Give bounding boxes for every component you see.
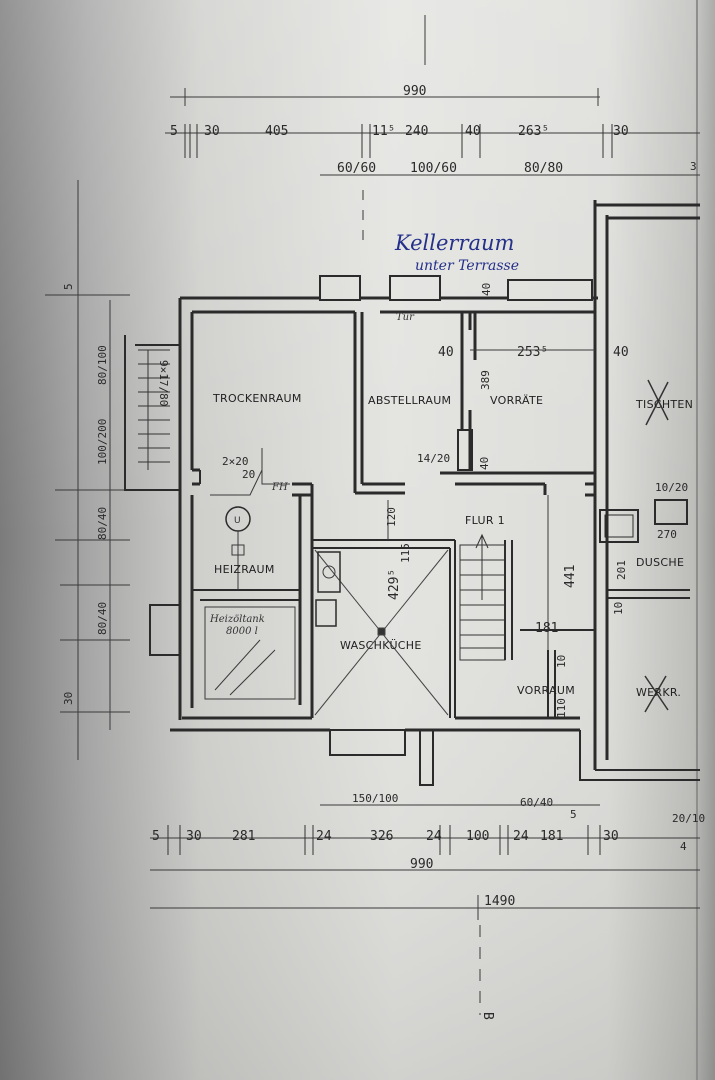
dim-top-7: 263⁵ (518, 124, 549, 139)
dim-window-2: 100/60 (410, 161, 457, 176)
note-line-1: Kellerraum (394, 231, 514, 255)
dim-top-6: 40 (465, 124, 481, 139)
dim-window-3: 80/80 (524, 161, 563, 176)
dim-vorraum-10: 10 (555, 655, 568, 668)
left-dim-5: 30 (62, 692, 75, 705)
dim-115: 115 (399, 543, 412, 563)
room-vorraum: VORRAUM (517, 684, 575, 697)
dim-flur-201: 201 (615, 560, 628, 580)
dim-bottom-6: 24 (426, 829, 442, 844)
west-stair (138, 349, 170, 470)
dim-top-1: 5 (170, 124, 178, 139)
interior-dimensions: 40 40 253⁵ 40 389 14/20 40 2×20 20 120 1… (222, 283, 688, 718)
dim-dusche-270: 270 (657, 528, 677, 541)
dim-heiz-2x20: 2×20 (222, 455, 249, 468)
dim-flur-181: 181 (535, 621, 558, 636)
dim-vorraum-110: 110 (555, 698, 568, 718)
door-tur-note: Tür (396, 312, 415, 323)
dim-vor-40-left: 40 (438, 345, 454, 360)
dim-vor-389: 389 (479, 370, 492, 390)
walls (124, 200, 700, 786)
dim-120: 120 (385, 507, 398, 527)
dim-bottom-9: 181 (540, 829, 563, 844)
dim-top-4: 11⁵ (372, 124, 395, 139)
dim-wall-40: 40 (480, 283, 493, 296)
dim-vor-253: 253⁵ (517, 345, 548, 360)
dim-bottom-4: 24 (316, 829, 332, 844)
dim-bottom-total: 990 (410, 857, 433, 872)
waschkueche-floor-drain (314, 549, 449, 716)
boiler-symbol: U (210, 448, 290, 590)
dim-right-edge-1: 3 (690, 160, 697, 173)
dim-top-total: 990 (403, 84, 426, 99)
dim-bottom-5: 5 (570, 808, 577, 821)
dim-top-3: 405 (265, 124, 288, 139)
dim-window-1: 60/60 (337, 161, 376, 176)
dim-bottom-3: 281 (232, 829, 255, 844)
crossed-out-marks (644, 379, 669, 713)
dim-bottom-10: 30 (603, 829, 619, 844)
dim-top-8: 30 (613, 124, 629, 139)
room-werkr: WERKR. (636, 686, 681, 699)
dim-bottom-window-1: 150/100 (352, 792, 398, 805)
dim-flur-441: 441 (563, 565, 578, 588)
dim-dusche-1020: 10/20 (655, 481, 688, 494)
dim-wasch-429: 429⁵ (387, 569, 402, 600)
bottom-dimensions: 150/100 60/40 5 5 30 281 24 326 24 100 2… (150, 160, 705, 1020)
dim-vor-40-right: 40 (613, 345, 629, 360)
stair-west-dim: 9×17/80 (157, 360, 170, 406)
dim-bottom-7: 100 (466, 829, 489, 844)
dim-right-edge-3: 4 (680, 840, 687, 853)
oil-tank: Heizöltank 8000 l (204, 606, 296, 700)
dim-flur-10: 10 (612, 602, 625, 615)
left-dim-6: 5 (62, 283, 75, 290)
tank-label-1: Heizöltank (209, 614, 265, 625)
left-dimensions: 80/100 100/200 80/40 80/40 30 5 (45, 180, 130, 760)
handwritten-note: Kellerraum unter Terrasse (394, 231, 519, 274)
flur-stair (459, 533, 506, 661)
dim-bottom-2: 30 (186, 829, 202, 844)
dim-heiz-20: 20 (242, 468, 255, 481)
room-abstellraum: ABSTELLRAUM (368, 394, 451, 407)
room-tischten: TISCHTEN (635, 398, 693, 411)
room-dusche: DUSCHE (636, 556, 684, 569)
left-dim-4: 80/40 (96, 602, 109, 635)
dim-bottom-1: 5 (152, 829, 160, 844)
dim-top-5: 240 (405, 124, 428, 139)
top-dimensions: 990 5 30 405 11⁵ 240 40 263⁵ 30 60/60 10… (165, 15, 700, 240)
dim-door-14-20: 14/20 (417, 452, 450, 465)
room-vorraete: VORRÄTE (490, 394, 543, 407)
dim-door-40: 40 (478, 457, 491, 470)
dim-bottom-5: 326 (370, 829, 393, 844)
fh-note: FH (271, 482, 288, 493)
dim-right-edge-2: 20/10 (672, 812, 705, 825)
dim-bottom-window-2: 60/40 (520, 796, 553, 809)
plan-label: U (234, 516, 241, 526)
left-dim-3: 80/40 (96, 507, 109, 540)
dim-overall: 1490 (484, 894, 515, 909)
tank-label-2: 8000 l (226, 626, 258, 637)
section-mark-b: B (480, 1012, 495, 1020)
left-dim-2: 100/200 (96, 419, 109, 465)
note-line-2: unter Terrasse (415, 258, 519, 274)
dim-bottom-8: 24 (513, 829, 529, 844)
room-trockenraum: TROCKENRAUM (212, 392, 302, 405)
room-waschkueche: WASCHKÜCHE (340, 639, 422, 652)
room-flur: FLUR 1 (465, 514, 505, 527)
room-heizraum: HEIZRAUM (214, 563, 275, 576)
dim-top-2: 30 (204, 124, 220, 139)
left-dim-1: 80/100 (96, 345, 109, 385)
